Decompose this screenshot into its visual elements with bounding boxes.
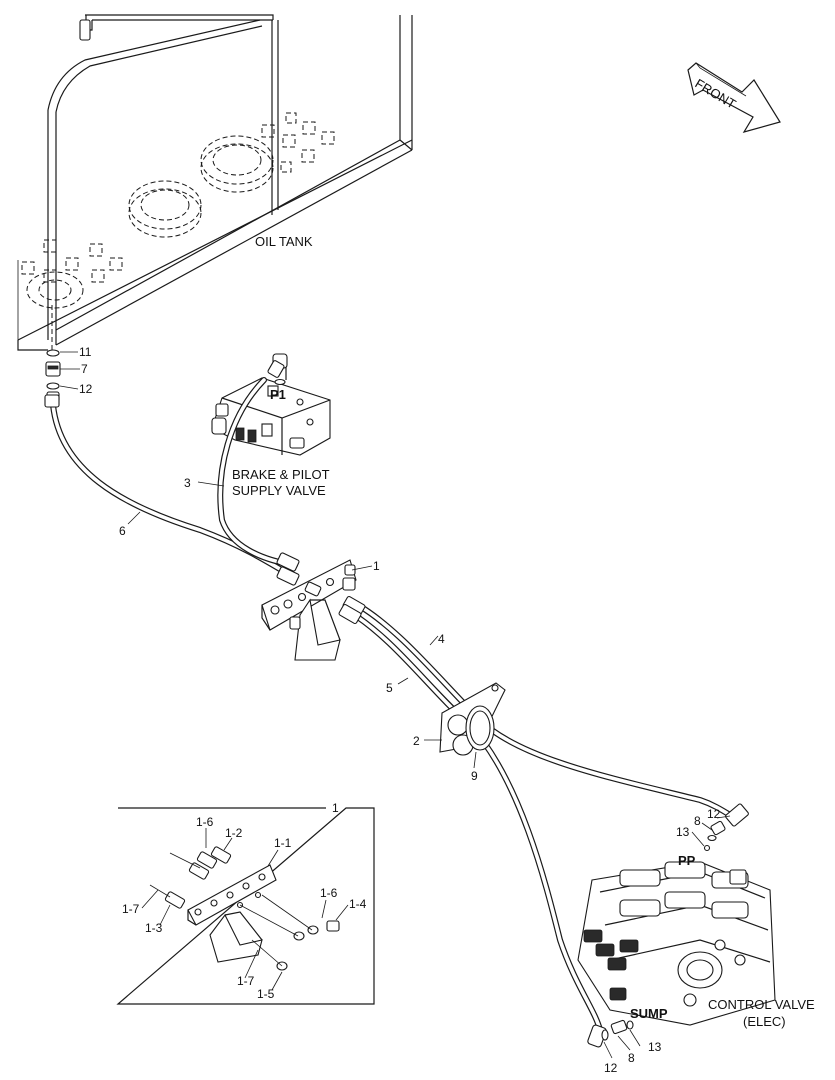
inset-label-1-6a: 1-6: [196, 815, 214, 829]
callout-2: 2: [413, 734, 420, 748]
callout-7: 7: [81, 362, 88, 376]
callout-5: 5: [386, 681, 393, 695]
control-valve-label-line2: (ELEC): [743, 1014, 786, 1029]
callout-11: 11: [79, 345, 92, 359]
brake-valve-label-line1: BRAKE & PILOT: [232, 467, 330, 482]
callout-8-bottom: 8: [628, 1051, 635, 1065]
port-p1-label: P1: [270, 387, 286, 402]
front-label: FRONT: [692, 76, 738, 112]
inset-detail-box: 1: [116, 801, 375, 1005]
callout-13-right: 13: [676, 825, 690, 839]
callout-12-top: 12: [79, 382, 93, 396]
leader-lines: [59, 351, 731, 1059]
sump-fittings: [601, 1019, 634, 1041]
hose-5: [347, 609, 603, 1033]
bracket-1: [261, 559, 357, 661]
control-valve-label-line1: CONTROL VALVE: [708, 997, 815, 1012]
inset-title: 1: [332, 801, 339, 815]
callout-4: 4: [438, 632, 445, 646]
callout-1: 1: [373, 559, 380, 573]
hose-3: [217, 377, 298, 568]
tank-port-flange-1: [200, 135, 274, 193]
callout-3: 3: [184, 476, 191, 490]
tank-port-flange-2: [128, 180, 202, 238]
inset-label-1-1: 1-1: [274, 836, 292, 850]
oil-tank-label: OIL TANK: [255, 234, 313, 249]
callout-13-bottom: 13: [648, 1040, 662, 1054]
tank-outlet-fittings: [45, 349, 61, 403]
inset-label-1-7b: 1-7: [237, 974, 255, 988]
bracket-2: [439, 682, 506, 756]
port-sump-label: SUMP: [630, 1006, 668, 1021]
callout-12-right: 12: [707, 807, 721, 821]
inset-label-1-2: 1-2: [225, 826, 243, 840]
inset-label-1-4: 1-4: [349, 897, 367, 911]
brake-valve-label-line2: SUPPLY VALVE: [232, 483, 326, 498]
port-pp-label: PP: [678, 853, 696, 868]
oil-tank: [17, 14, 413, 351]
callout-12-bottom: 12: [604, 1061, 618, 1075]
inset-label-1-7a: 1-7: [122, 902, 140, 916]
callout-9: 9: [471, 769, 478, 783]
hose-end-fittings: [44, 360, 749, 1048]
inset-leaders: [141, 828, 349, 991]
pp-fittings: [703, 820, 726, 852]
inset-label-1-6b: 1-6: [320, 886, 338, 900]
inset-label-1-3: 1-3: [145, 921, 163, 935]
tank-fittings: [21, 112, 335, 283]
callout-8-right: 8: [694, 814, 701, 828]
hose-4: [355, 602, 738, 821]
brake-pilot-supply-valve: [211, 353, 331, 456]
callout-6: 6: [119, 524, 126, 538]
tank-port-flange-3: [26, 271, 84, 309]
front-arrow: FRONT: [687, 62, 781, 133]
inset-label-1-5: 1-5: [257, 987, 275, 1001]
control-valve: [577, 861, 776, 1026]
